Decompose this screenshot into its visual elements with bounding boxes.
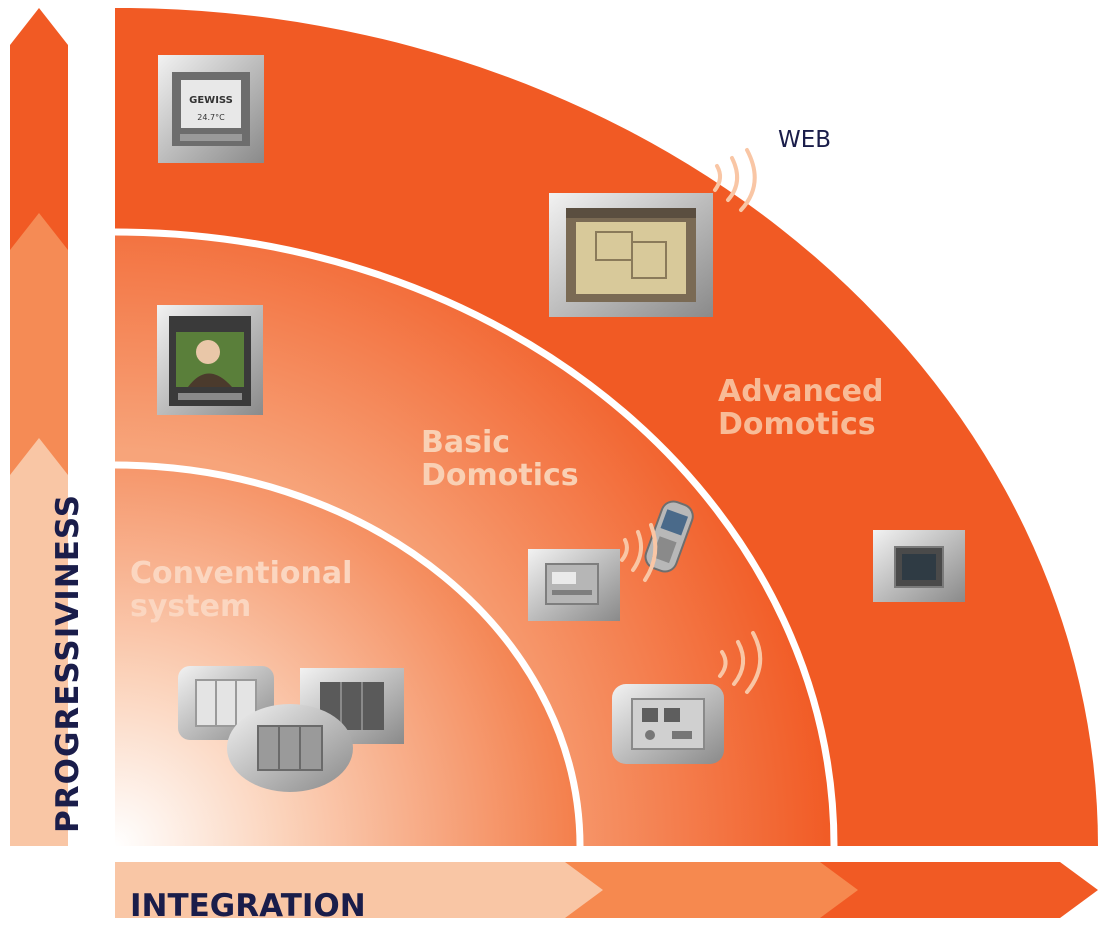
- phone-signal-icon: [620, 523, 658, 582]
- control-panel-device-icon: [528, 549, 620, 621]
- wireless-signal-icon: [713, 148, 757, 212]
- advanced-panel-device-icon: [873, 530, 965, 602]
- mobile-phone-icon: [644, 500, 694, 573]
- zone-label-conventional: Conventional system: [130, 557, 352, 623]
- zone-label-basic-line2: Domotics: [421, 458, 579, 493]
- zone-label-advanced: Advanced Domotics: [718, 375, 883, 441]
- zone-label-basic-line1: Basic: [421, 425, 511, 460]
- socket-module-device-icon: [612, 684, 724, 764]
- device-display: 24.7°C: [197, 113, 225, 122]
- zone-label-basic: Basic Domotics: [421, 426, 579, 492]
- horizontal-axis-label: INTEGRATION: [130, 888, 366, 924]
- zone-label-advanced-line2: Domotics: [718, 407, 876, 442]
- vertical-axis-label: PROGRESSIVINESS: [50, 493, 86, 833]
- vertical-axis-arrow: [10, 8, 68, 846]
- zone-label-advanced-line1: Advanced: [718, 374, 884, 409]
- thermostat-device-icon: GEWISS 24.7°C: [158, 55, 264, 163]
- web-label: WEB: [778, 127, 832, 153]
- separator-arc-outer: [114, 228, 838, 847]
- device-logo: GEWISS: [189, 95, 233, 106]
- touch-screen-device-icon: [549, 193, 713, 317]
- zone-label-conventional-line1: Conventional: [130, 556, 353, 591]
- switch-plates-device-icon: [178, 666, 404, 792]
- zone-label-conventional-line2: system: [130, 589, 252, 624]
- separator-arc-inner: [114, 461, 584, 847]
- video-intercom-device-icon: [157, 305, 263, 415]
- horizontal-axis-arrow: [115, 862, 1098, 918]
- socket-signal-icon: [718, 631, 763, 694]
